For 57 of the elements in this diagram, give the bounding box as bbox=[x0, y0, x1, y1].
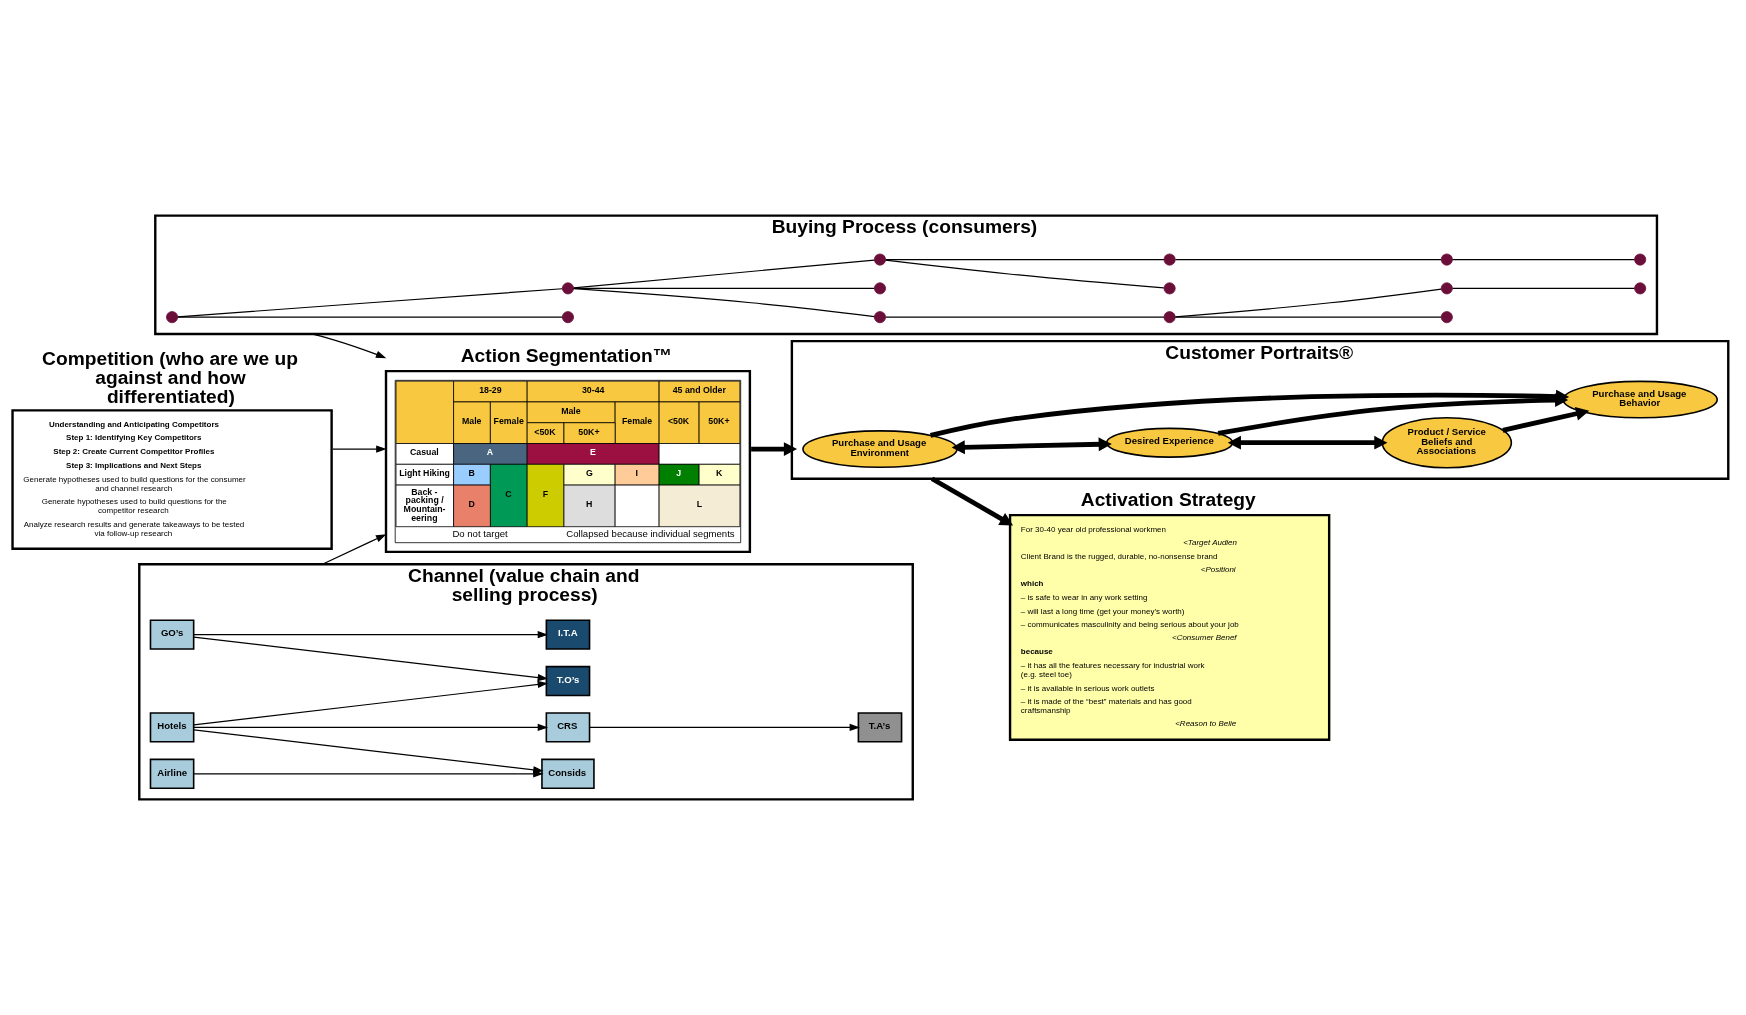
arrow bbox=[193, 680, 549, 726]
connector bbox=[885, 259, 1165, 289]
node-box: T.A’s bbox=[857, 712, 903, 743]
node-box: T.O’s bbox=[545, 665, 591, 697]
arrow bbox=[1227, 435, 1388, 450]
node-box: Airline bbox=[149, 758, 195, 789]
connector bbox=[1451, 287, 1636, 289]
arrow bbox=[321, 534, 387, 565]
connector bbox=[1174, 288, 1442, 318]
node-label: Competition (who are we up against and how differentiated) bbox=[42, 347, 298, 407]
node-box: Consids bbox=[541, 758, 595, 789]
arrow bbox=[1217, 393, 1569, 436]
arrow bbox=[951, 437, 1112, 455]
arrow bbox=[589, 723, 861, 732]
arrow bbox=[193, 636, 549, 682]
node-ellipse: Product / Service Beliefs and Associations bbox=[1381, 416, 1513, 469]
node-circle bbox=[561, 282, 574, 295]
node-label: Activation Strategy bbox=[1080, 489, 1256, 511]
node-box: I.T.A bbox=[545, 619, 591, 650]
node-box: CRS bbox=[545, 712, 591, 743]
arrow bbox=[310, 333, 387, 359]
node-circle bbox=[874, 253, 886, 266]
node-circle bbox=[1634, 282, 1647, 295]
node-ellipse: Purchase and Usage Environment bbox=[802, 430, 958, 469]
node-circle bbox=[166, 311, 179, 324]
node-circle bbox=[1440, 311, 1453, 324]
arrow bbox=[193, 723, 549, 732]
node-circle bbox=[1163, 282, 1176, 295]
connector bbox=[885, 316, 1165, 318]
arrow bbox=[1502, 406, 1590, 433]
node-circle bbox=[1440, 282, 1453, 295]
connector bbox=[1451, 258, 1636, 261]
connector bbox=[177, 316, 563, 318]
arrow bbox=[332, 445, 387, 453]
node-box: GO’s bbox=[149, 619, 195, 650]
node-circle bbox=[561, 311, 574, 324]
connector bbox=[573, 287, 875, 289]
arrow bbox=[193, 729, 544, 774]
node-circle bbox=[1440, 253, 1453, 266]
node-circle bbox=[1163, 311, 1176, 324]
node-ellipse: Desired Experience bbox=[1105, 427, 1234, 458]
node-circle bbox=[1163, 253, 1176, 266]
cluster: Buying Process (consumers) bbox=[154, 214, 1659, 336]
connector bbox=[572, 288, 875, 318]
arrow bbox=[930, 476, 1014, 526]
node-circle bbox=[1634, 253, 1647, 266]
node-circle bbox=[874, 311, 886, 324]
node-label: Action Segmentation™ bbox=[460, 345, 672, 367]
arrow bbox=[751, 442, 798, 456]
node-circle bbox=[874, 282, 886, 295]
connector bbox=[573, 259, 875, 289]
node-box: Hotels bbox=[149, 712, 195, 743]
connector bbox=[1174, 258, 1442, 261]
arrow bbox=[193, 631, 549, 639]
connector bbox=[885, 258, 1165, 261]
connector bbox=[177, 288, 563, 318]
connector bbox=[1174, 316, 1442, 318]
